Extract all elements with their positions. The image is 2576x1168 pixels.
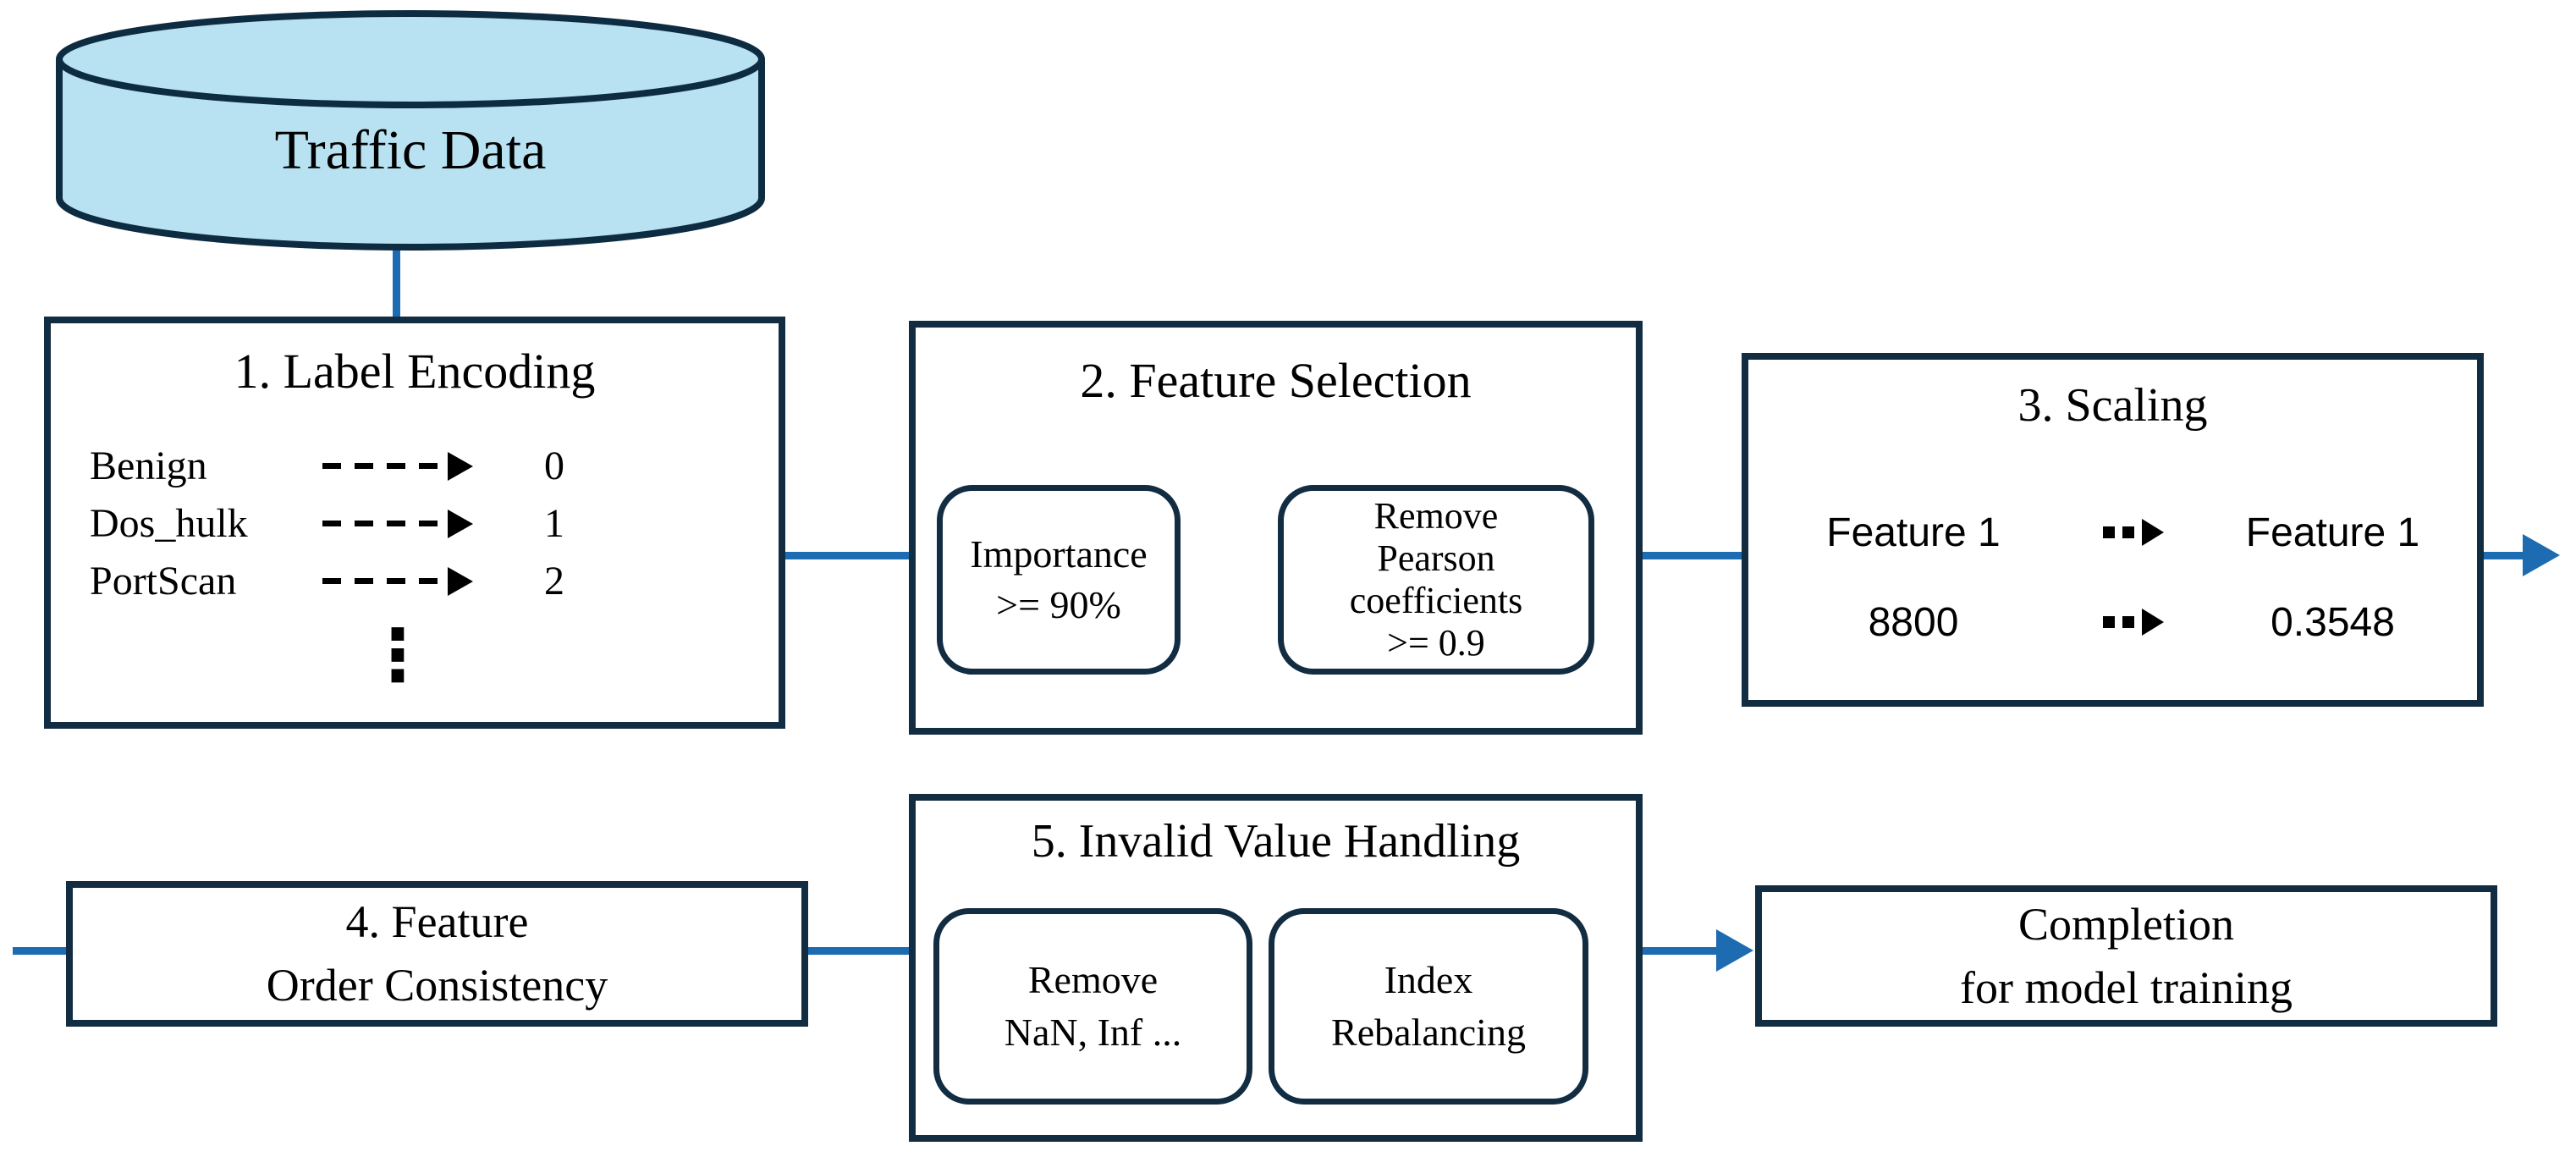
mapping-source-label: Dos_hulk	[90, 501, 248, 547]
mapping-code-value: 0	[544, 444, 564, 489]
mapping-code-value: 2	[544, 559, 564, 604]
step2-title: 2. Feature Selection	[1080, 353, 1472, 408]
step5-title: 5. Invalid Value Handling	[1031, 815, 1521, 868]
step5-invalid-value-box: 5. Invalid Value Handling Remove NaN, In…	[909, 794, 1643, 1142]
scaling-after-value: Feature 1	[2245, 510, 2420, 555]
connector-step5-to-completion-line	[1639, 947, 1720, 955]
criterion-label: Remove Pearson coefficients >= 0.9	[1349, 494, 1523, 664]
scaling-example-row: Feature 1 Feature 1	[1748, 497, 2477, 568]
criterion-label: Importance >= 90%	[970, 532, 1148, 626]
traffic-data-label: Traffic Data	[274, 119, 547, 181]
scaling-example-list: Feature 1 Feature 1 8800 0.3548	[1748, 497, 2477, 658]
mapping-code-value: 1	[544, 501, 564, 547]
step2-feature-selection-box: 2. Feature Selection Importance >= 90% R…	[909, 321, 1643, 735]
label-mapping-row: Dos_hulk 1	[51, 495, 779, 553]
connector-step3-output-line	[2480, 552, 2528, 559]
action-index-rebalancing-box: Index Rebalancing	[1269, 908, 1588, 1105]
completion-label: Completion for model training	[1960, 898, 2293, 1013]
action-label: Remove NaN, Inf ...	[1004, 957, 1182, 1054]
flow-arrowhead-icon	[2523, 534, 2560, 576]
connector-step1-to-step2	[782, 552, 912, 559]
dashed-arrow-icon	[305, 451, 491, 481]
step1-label-encoding-box: 1. Label Encoding Benign 0 Dos_hulk 1 Po…	[44, 317, 785, 729]
label-mapping-list: Benign 0 Dos_hulk 1 PortScan 2	[51, 438, 779, 610]
scaling-example-row: 8800 0.3548	[1748, 587, 2477, 658]
action-label: Index Rebalancing	[1331, 957, 1526, 1054]
label-mapping-row: Benign 0	[51, 438, 779, 495]
dashed-arrow-icon	[305, 566, 491, 596]
mapping-source-label: Benign	[90, 444, 207, 489]
flow-arrowhead-icon	[1716, 929, 1753, 972]
step4-title: 4. Feature Order Consistency	[266, 896, 608, 1011]
scaling-before-value: Feature 1	[1826, 510, 2001, 555]
step3-title: 3. Scaling	[2017, 379, 2208, 432]
connector-step2-to-step3	[1639, 552, 1745, 559]
label-mapping-row: PortScan 2	[51, 553, 779, 610]
criterion-importance-box: Importance >= 90%	[937, 485, 1181, 675]
connector-step4-to-step5	[805, 947, 912, 955]
completion-box: Completion for model training	[1755, 885, 2497, 1027]
step1-title: 1. Label Encoding	[234, 344, 596, 399]
dashed-arrow-icon	[305, 509, 491, 538]
scaling-before-value: 8800	[1868, 599, 1959, 645]
dotted-arrow-icon	[2078, 519, 2188, 547]
scaling-after-value: 0.3548	[2271, 599, 2395, 645]
mapping-source-label: PortScan	[90, 559, 237, 604]
dotted-arrow-icon	[2078, 609, 2188, 636]
connector-into-step4	[13, 947, 69, 955]
database-cylinder-icon	[56, 10, 765, 251]
action-remove-nan-box: Remove NaN, Inf ...	[933, 908, 1252, 1105]
more-rows-ellipsis: ⋮	[362, 613, 433, 697]
step3-scaling-box: 3. Scaling Feature 1 Feature 1 8800 0.35…	[1742, 353, 2484, 707]
connector-cylinder-to-step1	[393, 245, 400, 322]
step4-feature-order-box: 4. Feature Order Consistency	[66, 881, 808, 1027]
criterion-pearson-box: Remove Pearson coefficients >= 0.9	[1278, 485, 1594, 675]
